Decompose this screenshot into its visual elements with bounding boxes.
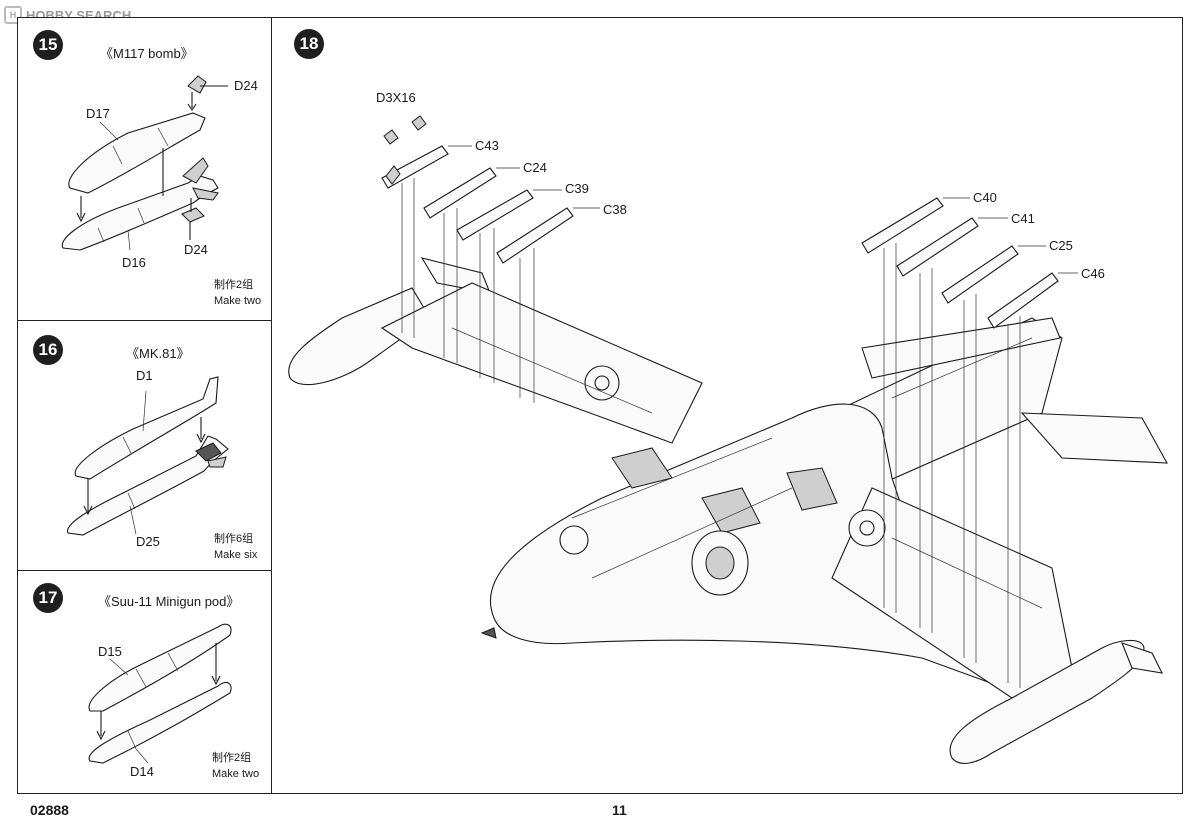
step-15-panel: 15 《M117 bomb》 D24 D17 D16 D24 制作2组 Make… bbox=[17, 17, 272, 321]
step-number-18: 18 bbox=[294, 29, 324, 59]
pylon-c24 bbox=[423, 167, 497, 219]
label-d17: D17 bbox=[86, 106, 110, 121]
step-16-title: 《MK.81》 bbox=[126, 346, 190, 361]
step-16-note-en: Make six bbox=[214, 549, 258, 561]
label-c43: C43 bbox=[475, 138, 499, 153]
label-d3x16: D3X16 bbox=[376, 90, 416, 105]
label-d1: D1 bbox=[136, 368, 153, 383]
label-d14: D14 bbox=[130, 764, 154, 779]
step-16-note-cn: 制作6组 bbox=[214, 533, 254, 545]
step-number-17: 17 bbox=[33, 583, 63, 613]
step-17-note-cn: 制作2组 bbox=[212, 752, 252, 764]
pylon-c40 bbox=[861, 197, 944, 254]
page-number: 11 bbox=[612, 802, 627, 818]
catalog-number: 02888 bbox=[30, 802, 69, 818]
step-15-note-en: Make two bbox=[214, 295, 262, 307]
label-d24-bottom: D24 bbox=[184, 242, 208, 257]
label-d24-top: D24 bbox=[234, 78, 258, 93]
pylon-c46 bbox=[987, 272, 1059, 329]
step-15-title: 《M117 bomb》 bbox=[100, 46, 194, 61]
hobbysearch-logo-icon: H bbox=[4, 6, 22, 24]
label-d25: D25 bbox=[136, 534, 160, 549]
step-number-15: 15 bbox=[33, 30, 63, 60]
m117-bomb-diagram bbox=[61, 75, 228, 251]
pylon-c43 bbox=[381, 145, 449, 189]
suu11-minigun-pod-diagram bbox=[88, 623, 232, 764]
label-c39: C39 bbox=[565, 181, 589, 196]
label-c24: C24 bbox=[523, 160, 547, 175]
mk81-diagram bbox=[67, 376, 229, 536]
step-17-note-en: Make two bbox=[212, 768, 260, 780]
step-17-panel: 17 《Suu-11 Minigun pod》 D15 D14 制作2组 Mak… bbox=[17, 570, 272, 794]
pylon-c39 bbox=[456, 189, 534, 241]
step-15-note-cn: 制作2组 bbox=[214, 279, 254, 291]
label-c41: C41 bbox=[1011, 211, 1035, 226]
label-d15: D15 bbox=[98, 644, 122, 659]
step-16-panel: 16 《MK.81》 D1 D25 制作6组 Make six bbox=[17, 320, 272, 571]
label-c46: C46 bbox=[1081, 266, 1105, 281]
label-c38: C38 bbox=[603, 202, 627, 217]
pylon-c25 bbox=[941, 245, 1019, 304]
label-d16: D16 bbox=[122, 255, 146, 270]
label-c40: C40 bbox=[973, 190, 997, 205]
label-c25: C25 bbox=[1049, 238, 1073, 253]
aircraft-pylon-assembly-diagram bbox=[288, 115, 1168, 764]
step-18-panel: 18 bbox=[271, 17, 1183, 794]
step-17-title: 《Suu-11 Minigun pod》 bbox=[98, 594, 240, 609]
step-number-16: 16 bbox=[33, 335, 63, 365]
pylon-c38 bbox=[496, 207, 574, 264]
pylon-c41 bbox=[896, 217, 979, 277]
